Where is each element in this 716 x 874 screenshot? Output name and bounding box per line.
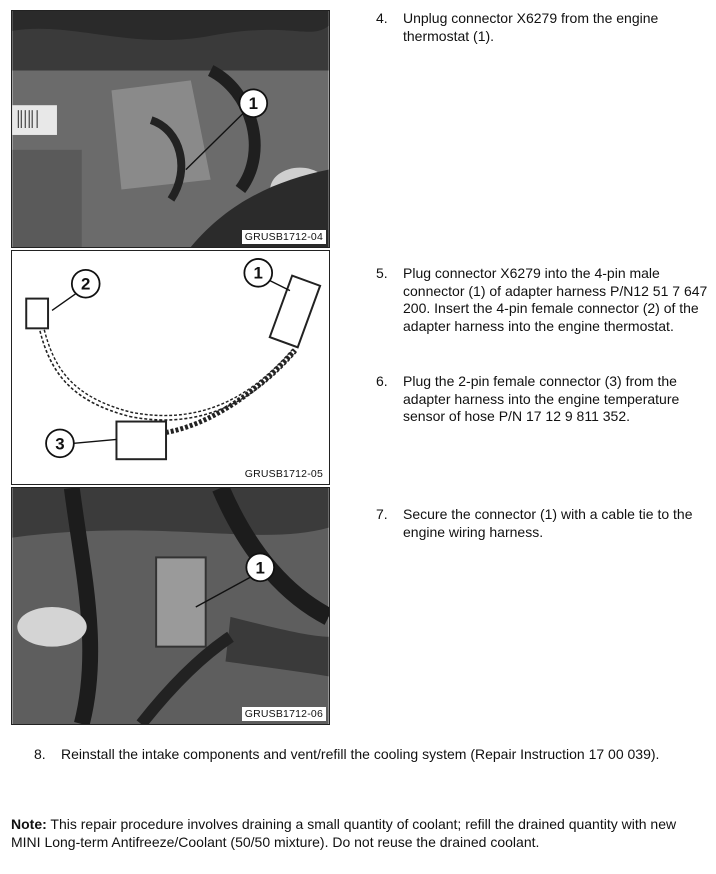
step-text: Plug connector X6279 into the 4-pin male…	[403, 265, 708, 334]
callout-circle	[245, 552, 276, 583]
callout-circle	[238, 88, 269, 118]
step-text: Reinstall the intake components and vent…	[61, 746, 660, 762]
step-number: 6.	[376, 373, 388, 389]
step-number: 4.	[376, 10, 388, 26]
callout-label: 1	[254, 264, 263, 283]
figure-adapter-harness: 1 2 3 GRUSB1712-05	[11, 250, 330, 485]
step-number: 7.	[376, 506, 388, 522]
figure-code: GRUSB1712-06	[241, 707, 326, 721]
figure-cable-tie-photo: 1 GRUSB1712-06	[11, 487, 330, 725]
step-number: 5.	[376, 265, 388, 281]
callout-label: 1	[249, 94, 258, 113]
figure-code: GRUSB1712-04	[241, 230, 326, 244]
thermostat-photo-illustration: 1	[12, 11, 329, 247]
note-label: Note:	[11, 816, 47, 832]
male-connector-shape	[268, 274, 322, 349]
step-text: Plug the 2-pin female connector (3) from…	[403, 373, 680, 424]
two-pin-connector-shape	[115, 420, 168, 461]
note-block: Note: This repair procedure involves dra…	[11, 815, 701, 851]
callout-label: 1	[256, 558, 265, 577]
callout-label: 3	[55, 434, 64, 453]
cable-tie-photo-illustration: 1	[12, 488, 329, 724]
callout-circle	[70, 268, 101, 299]
callout-label: 2	[81, 275, 90, 294]
step-number: 8.	[34, 746, 46, 762]
adapter-harness-illustration: 1 2 3	[12, 251, 329, 484]
note-text: This repair procedure involves draining …	[11, 816, 677, 850]
female-connector-shape	[25, 297, 50, 330]
step-text: Unplug connector X6279 from the engine t…	[403, 10, 659, 44]
step-text: Secure the connector (1) with a cable ti…	[403, 506, 693, 540]
figure-code: GRUSB1712-05	[241, 467, 326, 481]
figure-thermostat-photo: 1 GRUSB1712-04	[11, 10, 330, 248]
callout-circle	[243, 258, 274, 288]
